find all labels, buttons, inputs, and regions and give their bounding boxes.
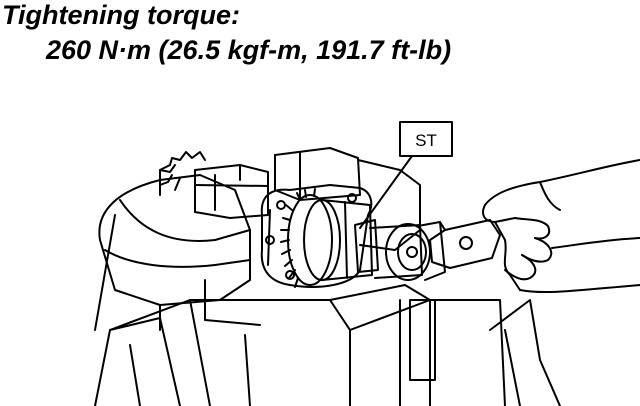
torque-wrench xyxy=(429,219,501,269)
wrench-pivot xyxy=(459,236,473,250)
pinion-shaft xyxy=(321,199,373,281)
ring-gear xyxy=(159,151,206,196)
st-label: ST xyxy=(415,131,437,150)
technician-hand xyxy=(482,159,640,294)
st-callout: ST xyxy=(359,121,453,229)
vise-body xyxy=(94,284,561,406)
special-service-tool xyxy=(354,219,446,281)
flange-bolt-hole xyxy=(276,200,286,210)
st-callout-box xyxy=(399,121,453,157)
torque-value: 260 N·m (26.5 kgf-m, 191.7 ft-lb) xyxy=(46,35,452,65)
flange-bolt-hole xyxy=(347,193,357,203)
torque-heading: Tightening torque: xyxy=(2,0,240,30)
companion-flange xyxy=(260,184,373,288)
drive-pinion-gear xyxy=(280,188,341,288)
differential-case xyxy=(94,174,251,331)
flange-bolt-hole xyxy=(285,270,295,280)
vise-jaws xyxy=(194,147,421,326)
st-leader-line xyxy=(359,155,413,229)
